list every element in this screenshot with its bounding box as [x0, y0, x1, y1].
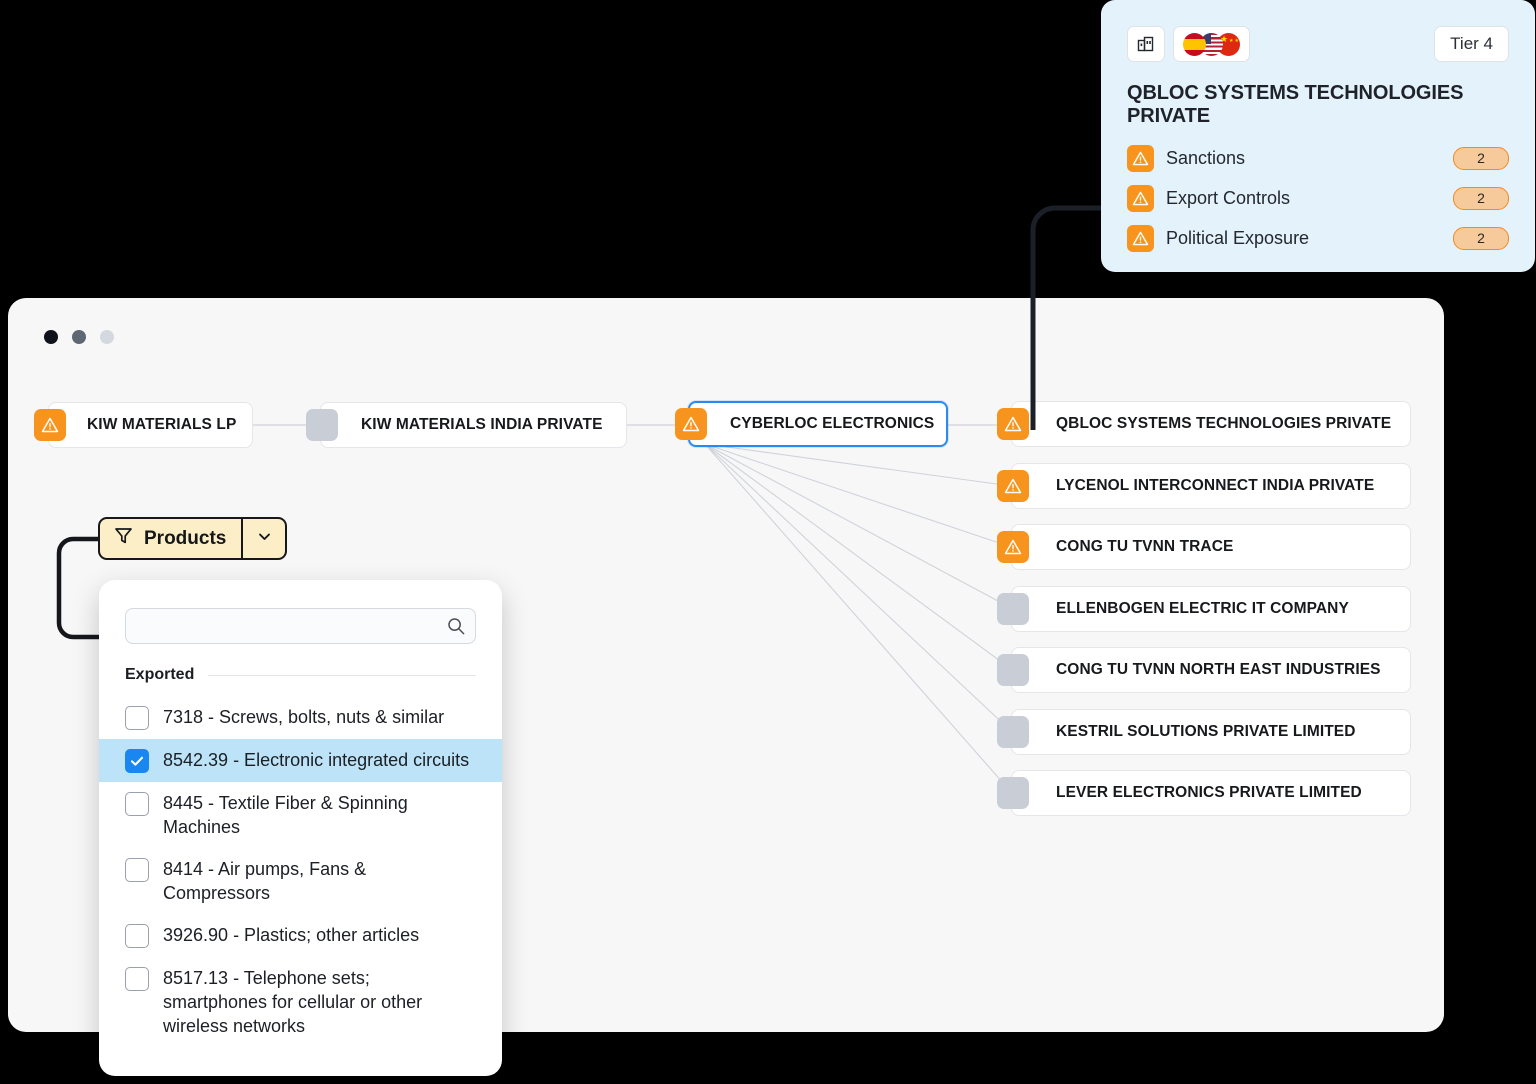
warning-icon — [997, 470, 1029, 502]
product-option-label: 7318 - Screws, bolts, nuts & similar — [163, 707, 445, 727]
flag-usa-icon — [1200, 32, 1223, 56]
product-option-label: 8542.39 - Electronic integrated circuits — [163, 750, 470, 770]
product-option-8542-39[interactable]: 8542.39 - Electronic integrated circuits — [99, 739, 502, 782]
graph-node-cyberloc-electronics[interactable]: CYBERLOC ELECTRONICS — [675, 401, 948, 447]
warning-icon — [997, 531, 1029, 563]
graph-node-label: KIW MATERIALS LP — [87, 416, 237, 433]
checkbox[interactable] — [125, 967, 149, 991]
product-option-8414[interactable]: 8414 - Air pumps, Fans & Compressors — [99, 848, 502, 914]
risk-count-badge: 2 — [1453, 146, 1509, 170]
products-filter-caret[interactable] — [241, 519, 285, 558]
product-option-list: 7318 - Screws, bolts, nuts & similar 854… — [99, 696, 502, 1047]
maximize-dot-icon[interactable] — [100, 330, 114, 344]
warning-icon — [1127, 224, 1154, 252]
warning-icon — [34, 409, 66, 441]
graph-node-kiw-materials-lp[interactable]: KIW MATERIALS LP — [34, 402, 253, 448]
products-filter-label: Products — [144, 527, 227, 549]
products-filter-main[interactable]: Products — [100, 519, 241, 558]
warning-icon — [675, 408, 707, 440]
risk-row-export-controls: Export Controls 2 — [1127, 182, 1509, 214]
chevron-down-icon — [256, 528, 273, 550]
graph-node-label: QBLOC SYSTEMS TECHNOLOGIES PRIVATE — [1056, 415, 1392, 432]
status-neutral-icon — [306, 409, 338, 441]
status-neutral-icon — [997, 716, 1029, 748]
graph-node-label: CYBERLOC ELECTRONICS — [730, 415, 935, 432]
warning-icon — [997, 408, 1029, 440]
funnel-icon — [113, 525, 134, 552]
risk-label: Sanctions — [1166, 147, 1246, 168]
entity-detail-card: Tier 4 QBLOC SYSTEMS TECHNOLOGIES PRIVAT… — [1101, 0, 1535, 272]
search-field[interactable] — [125, 608, 476, 644]
product-option-8445[interactable]: 8445 - Textile Fiber & Spinning Machines — [99, 782, 502, 848]
warning-icon — [1127, 144, 1154, 172]
graph-node-label: KESTRIL SOLUTIONS PRIVATE LIMITED — [1056, 723, 1356, 740]
warning-icon — [1127, 184, 1154, 212]
status-neutral-icon — [997, 777, 1029, 809]
risk-label: Political Exposure — [1166, 227, 1310, 248]
status-neutral-icon — [997, 654, 1029, 686]
minimize-dot-icon[interactable] — [72, 330, 86, 344]
search-icon[interactable] — [446, 616, 466, 636]
graph-node-label: KIW MATERIALS INDIA PRIVATE — [361, 416, 603, 433]
detail-card-header: Tier 4 — [1127, 26, 1509, 62]
product-option-label: 8445 - Textile Fiber & Spinning Machines — [163, 793, 408, 837]
flag-spain-icon — [1183, 32, 1206, 56]
graph-node-kestril-solutions-private-limited[interactable]: KESTRIL SOLUTIONS PRIVATE LIMITED — [997, 709, 1411, 755]
window-titlebar — [8, 298, 1444, 380]
checkbox[interactable] — [125, 706, 149, 730]
graph-node-ellenbogen-electric-it-company[interactable]: ELLENBOGEN ELECTRIC IT COMPANY — [997, 586, 1411, 632]
product-option-label: 3926.90 - Plastics; other articles — [163, 925, 420, 945]
products-dropdown-panel: Exported 7318 - Screws, bolts, nuts & si… — [99, 580, 502, 1076]
status-neutral-icon — [997, 593, 1029, 625]
graph-node-cong-tu-tvnn-north-east-industries[interactable]: CONG TU TVNN NORTH EAST INDUSTRIES — [997, 647, 1411, 693]
app-window: KIW MATERIALS LP KIW MATERIALS INDIA PRI… — [8, 298, 1444, 1032]
graph-node-cong-tu-tvnn-trace[interactable]: CONG TU TVNN TRACE — [997, 524, 1411, 570]
detail-card-title: QBLOC SYSTEMS TECHNOLOGIES PRIVATE — [1127, 82, 1464, 127]
graph-node-label: LEVER ELECTRONICS PRIVATE LIMITED — [1056, 784, 1362, 801]
graph-node-label: LYCENOL INTERCONNECT INDIA PRIVATE — [1056, 477, 1375, 494]
risk-row-political-exposure: Political Exposure 2 — [1127, 222, 1509, 254]
product-option-label: 8414 - Air pumps, Fans & Compressors — [163, 859, 367, 903]
dropdown-section-label: Exported — [125, 666, 195, 683]
country-flags-chip — [1173, 26, 1250, 62]
checkbox-checked[interactable] — [125, 749, 149, 773]
flag-china-icon — [1217, 32, 1240, 56]
graph-node-kiw-materials-india-private[interactable]: KIW MATERIALS INDIA PRIVATE — [306, 402, 627, 448]
graph-node-label: CONG TU TVNN TRACE — [1056, 538, 1234, 555]
product-option-3926-90[interactable]: 3926.90 - Plastics; other articles — [99, 914, 502, 957]
search-input[interactable] — [126, 609, 435, 643]
graph-node-qbloc-systems-technologies-private[interactable]: QBLOC SYSTEMS TECHNOLOGIES PRIVATE — [997, 401, 1411, 447]
graph-node-label: CONG TU TVNN NORTH EAST INDUSTRIES — [1056, 661, 1381, 678]
checkbox[interactable] — [125, 792, 149, 816]
checkbox[interactable] — [125, 924, 149, 948]
risk-row-sanctions: Sanctions 2 — [1127, 142, 1509, 174]
products-filter-button[interactable]: Products — [98, 517, 288, 560]
divider — [208, 674, 476, 676]
building-icon — [1127, 26, 1165, 62]
close-dot-icon[interactable] — [44, 330, 58, 344]
risk-label: Export Controls — [1166, 187, 1291, 208]
risk-count-badge: 2 — [1453, 186, 1509, 210]
graph-node-label: ELLENBOGEN ELECTRIC IT COMPANY — [1056, 600, 1349, 617]
graph-node-lycenol-interconnect-india-private[interactable]: LYCENOL INTERCONNECT INDIA PRIVATE — [997, 463, 1411, 509]
tier-badge: Tier 4 — [1434, 26, 1509, 62]
risk-count-badge: 2 — [1453, 226, 1509, 250]
risk-list: Sanctions 2 Export Controls 2 — [1127, 142, 1509, 254]
dropdown-section-header: Exported — [125, 666, 476, 684]
checkbox[interactable] — [125, 858, 149, 882]
product-option-7318[interactable]: 7318 - Screws, bolts, nuts & similar — [99, 696, 502, 739]
window-controls — [44, 330, 114, 344]
product-option-8517-13[interactable]: 8517.13 - Telephone sets; smartphones fo… — [99, 957, 502, 1047]
product-option-label: 8517.13 - Telephone sets; smartphones fo… — [163, 968, 423, 1036]
graph-node-lever-electronics-private-limited[interactable]: LEVER ELECTRONICS PRIVATE LIMITED — [997, 770, 1411, 816]
